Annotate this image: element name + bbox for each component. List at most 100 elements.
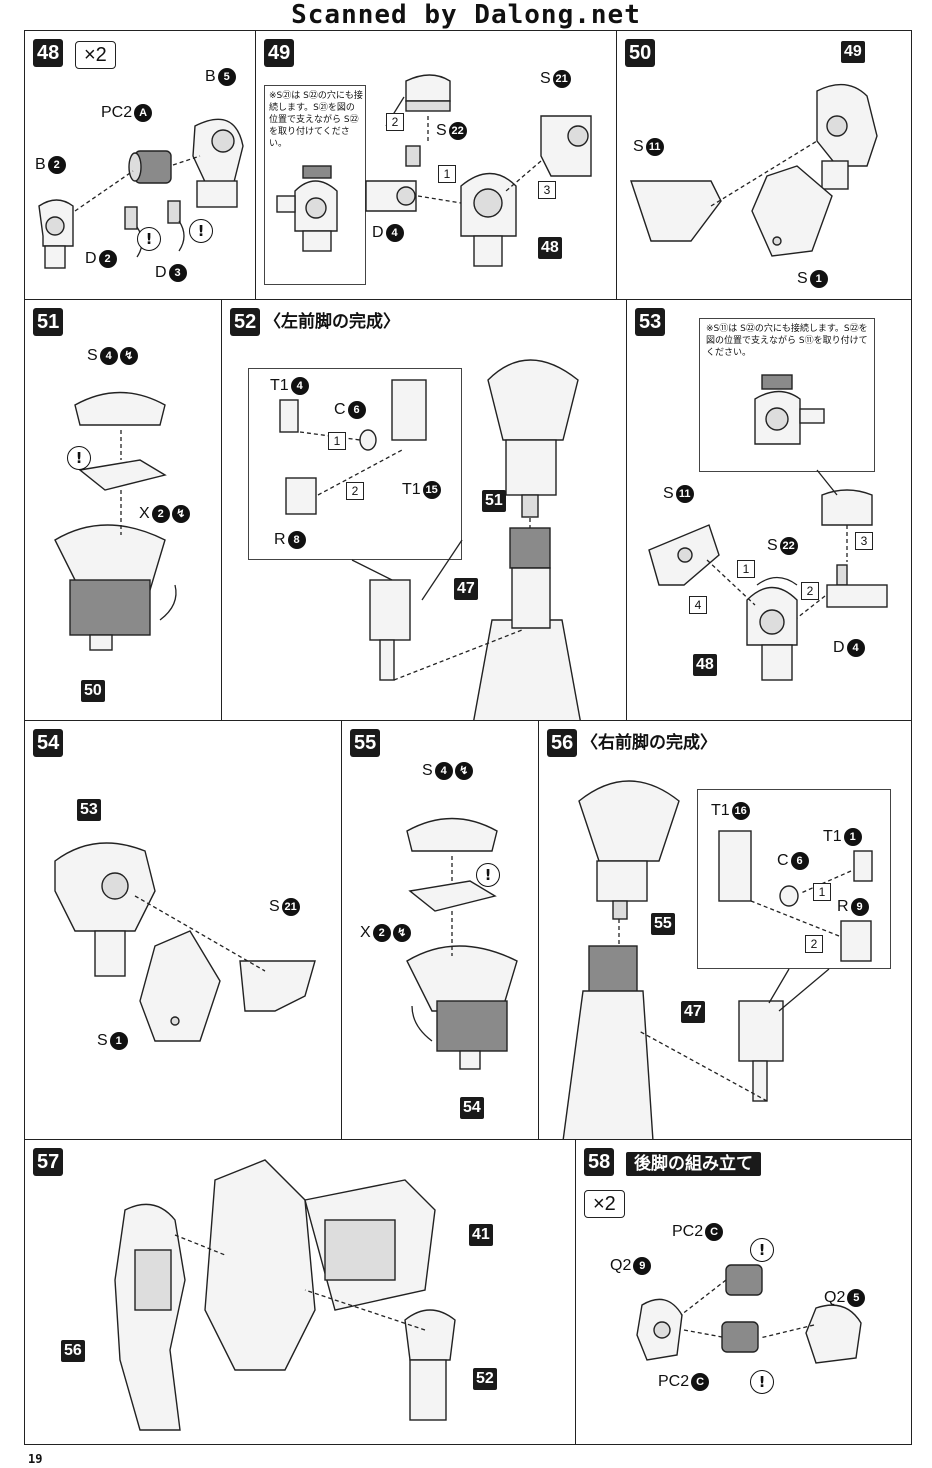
part-number: A bbox=[134, 104, 153, 122]
step-56-diagram bbox=[562, 780, 873, 1139]
part-letter: C bbox=[777, 852, 789, 869]
ref-step-55: 55 bbox=[651, 913, 675, 935]
cement-icon: ↯ bbox=[454, 762, 473, 780]
part-letter: S bbox=[422, 762, 433, 779]
step-48-diagram bbox=[38, 118, 244, 269]
page-number: 19 bbox=[28, 1452, 43, 1466]
part-letter: X bbox=[360, 924, 371, 941]
part-number: 5 bbox=[217, 68, 236, 86]
sequence-number: 1 bbox=[328, 432, 346, 450]
note-inset: ※S⑪は S㉒の穴にも接続します。S㉒を図の位置で支えながら S⑪を取り付けてく… bbox=[699, 318, 875, 472]
multiplier-badge: ×2 bbox=[75, 41, 116, 69]
part-number: 3 bbox=[168, 264, 187, 282]
part-letter: X bbox=[139, 505, 150, 522]
note-inset: ※S㉑は S㉒の穴にも接続します。S㉑を図の位置で支えながら S㉒を取り付けてく… bbox=[264, 85, 366, 285]
step-number: 49 bbox=[264, 39, 295, 67]
sequence-number: 3 bbox=[538, 181, 556, 199]
part-letter: C bbox=[334, 401, 346, 418]
part-number: 21 bbox=[552, 70, 571, 88]
sequence-number: 2 bbox=[346, 482, 364, 500]
part-letter: T1 bbox=[711, 802, 730, 819]
part-number: 1 bbox=[109, 1032, 128, 1050]
part-letter: S bbox=[97, 1032, 108, 1049]
ref-step-54: 54 bbox=[460, 1097, 484, 1119]
ref-step-48: 48 bbox=[693, 654, 717, 676]
step-number: 55 bbox=[350, 729, 381, 757]
part-number: 16 bbox=[731, 802, 750, 820]
part-letter: D bbox=[155, 264, 167, 281]
part-letter: PC2 bbox=[672, 1223, 704, 1240]
part-letter: D bbox=[833, 639, 845, 656]
warning-icon: ! bbox=[750, 1370, 774, 1394]
step-number: 51 bbox=[33, 308, 64, 336]
step-52-diagram bbox=[279, 359, 581, 720]
part-letter: T1 bbox=[402, 481, 421, 498]
step-number: 54 bbox=[33, 729, 64, 757]
step-49-panel: 49 ※S㉑は S㉒の穴にも接続します。S㉑を図の位置で支えながら S㉒を取り付… bbox=[255, 30, 617, 300]
ref-step-51: 51 bbox=[482, 490, 506, 512]
part-number: 5 bbox=[847, 1289, 866, 1307]
part-number: 8 bbox=[287, 531, 306, 549]
cement-icon: ↯ bbox=[392, 924, 411, 942]
part-letter: R bbox=[274, 531, 286, 548]
part-letter: B bbox=[35, 156, 46, 173]
part-letter: S bbox=[663, 485, 674, 502]
part-letter: D bbox=[85, 250, 97, 267]
sequence-number: 2 bbox=[386, 113, 404, 131]
ref-step-50: 50 bbox=[81, 680, 105, 702]
part-number: 15 bbox=[422, 481, 441, 499]
step-53-diagram bbox=[648, 469, 888, 681]
part-number: 4 bbox=[99, 347, 118, 365]
step-51-diagram bbox=[54, 391, 177, 651]
step-number: 53 bbox=[635, 308, 666, 336]
part-letter: Q2 bbox=[610, 1257, 632, 1274]
ref-step-49: 49 bbox=[841, 41, 865, 63]
part-number: C bbox=[705, 1223, 724, 1241]
part-letter: S bbox=[797, 270, 808, 287]
part-number: 4 bbox=[434, 762, 453, 780]
ref-step-48: 48 bbox=[538, 237, 562, 259]
part-number: 1 bbox=[843, 828, 862, 846]
part-number: 2 bbox=[372, 924, 391, 942]
sequence-number: 2 bbox=[801, 582, 819, 600]
part-number: 9 bbox=[850, 898, 869, 916]
part-number: 22 bbox=[448, 122, 467, 140]
step-57-panel: 57 41 56 52 bbox=[24, 1139, 576, 1445]
sequence-number: 1 bbox=[438, 165, 456, 183]
ref-step-47: 47 bbox=[681, 1001, 705, 1023]
part-number: 4 bbox=[846, 639, 865, 657]
step-title: 〈左前脚の完成〉 bbox=[264, 312, 400, 332]
part-number: 2 bbox=[47, 156, 66, 174]
sequence-number: 1 bbox=[813, 883, 831, 901]
part-letter: S bbox=[87, 347, 98, 364]
ref-step-56: 56 bbox=[61, 1340, 85, 1362]
ref-step-53: 53 bbox=[77, 799, 101, 821]
assembly-note: ※S⑪は S㉒の穴にも接続します。S㉒を図の位置で支えながら S⑪を取り付けてく… bbox=[706, 324, 868, 358]
part-letter: S bbox=[540, 70, 551, 87]
part-number: 4 bbox=[290, 377, 309, 395]
sequence-number: 2 bbox=[805, 935, 823, 953]
part-number: 1 bbox=[809, 270, 828, 288]
ref-step-41: 41 bbox=[469, 1224, 493, 1246]
